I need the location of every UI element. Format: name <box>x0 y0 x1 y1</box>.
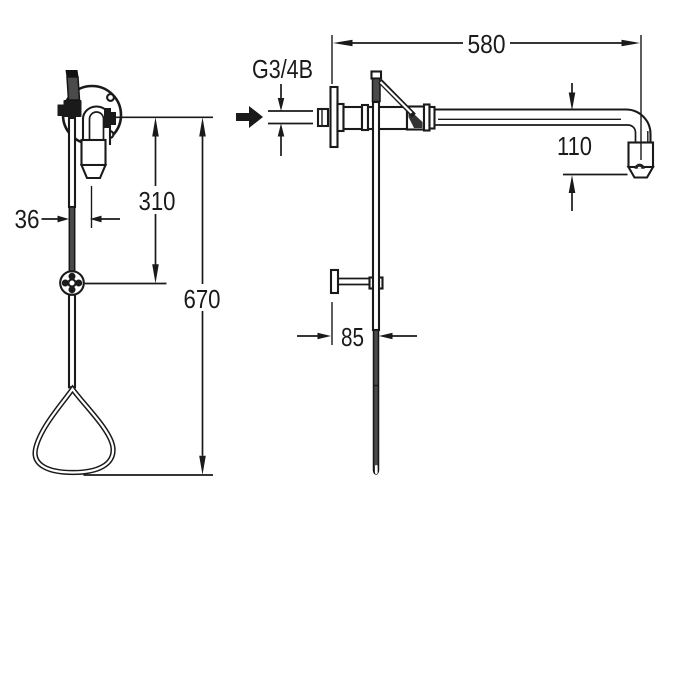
rod-top-cap <box>370 70 383 80</box>
dim-85-label: 85 <box>341 322 364 352</box>
dimension-85: 85 <box>297 302 417 352</box>
valve-arch-inner <box>88 111 105 141</box>
rod-grip <box>371 77 381 103</box>
lever-cap <box>65 70 79 77</box>
rod-tip-highlight <box>375 465 378 474</box>
pull-rod-sleeve <box>68 206 76 279</box>
pull-rod-front-upper <box>371 100 381 332</box>
shower-head-outlet <box>634 163 645 169</box>
pull-rod-lower <box>67 293 77 389</box>
rod-guide-bracket <box>59 270 85 296</box>
dim-110-label: 110 <box>557 131 592 161</box>
right-view-front: 580 G3/4B 110 85 <box>236 29 655 475</box>
left-view-side: 310 670 36 <box>15 70 221 476</box>
valve-clamp-nut <box>111 112 116 125</box>
spout-taper <box>79 163 108 180</box>
dim-36-label: 36 <box>15 204 40 234</box>
lever-block <box>63 100 82 117</box>
dimension-36: 36 <box>15 186 120 234</box>
dim-580-label: 580 <box>468 29 506 59</box>
dimension-thread: G3/4B <box>252 54 313 156</box>
dim-310-label: 310 <box>139 186 176 216</box>
pull-rod-front-lower <box>372 329 380 475</box>
lever-nut <box>57 104 64 116</box>
dim-670-label: 670 <box>184 284 221 314</box>
triangle-pull-handle <box>32 384 116 476</box>
inlet-fitting <box>316 107 330 128</box>
valve-body <box>336 102 436 133</box>
flange-screw-hole-top <box>106 93 115 102</box>
dimension-310: 310 <box>139 117 176 284</box>
lever-strut <box>378 79 416 118</box>
flow-direction-arrow <box>236 106 263 128</box>
spout-body <box>80 138 107 167</box>
dimension-580: 580 <box>331 29 642 160</box>
dimension-110: 110 <box>557 83 628 211</box>
lever-grip <box>66 76 81 101</box>
pull-rod-upper <box>67 116 77 209</box>
dim-thread-label: G3/4B <box>252 54 313 84</box>
dimension-670: 670 <box>184 117 221 475</box>
valve-clamp <box>104 108 111 128</box>
shower-arm <box>434 108 652 143</box>
